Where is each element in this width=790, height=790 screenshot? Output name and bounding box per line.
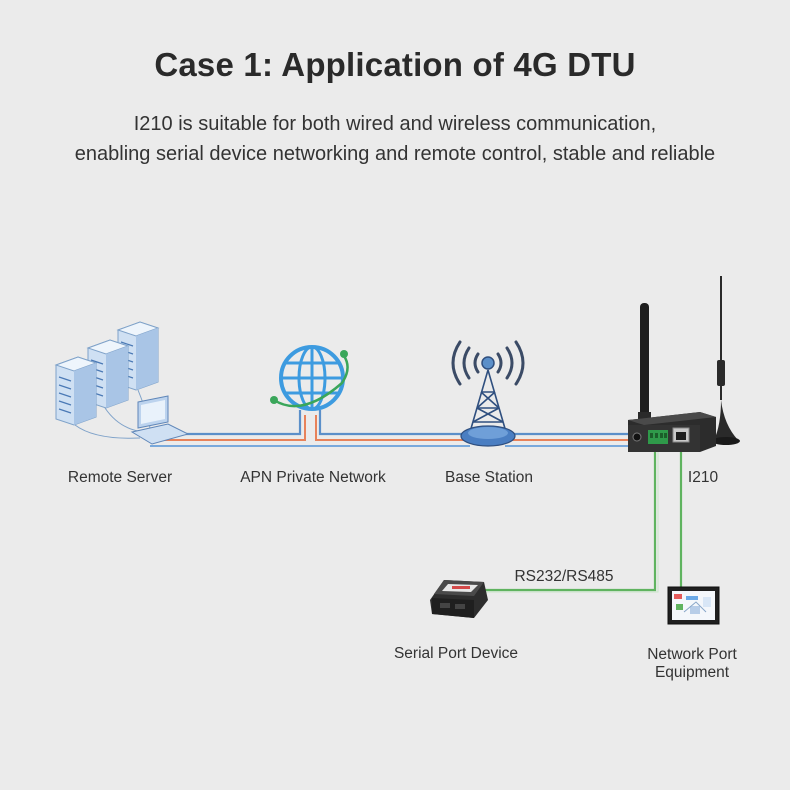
subtitle-line-1: I210 is suitable for both wired and wire…: [133, 113, 657, 135]
network-port-label-line-2: Equipment: [654, 664, 730, 681]
main-link-lines: [150, 410, 630, 447]
remote-server-label: Remote Server: [67, 469, 173, 486]
network-port-label-line-1: Network Port: [647, 646, 737, 663]
rs232-rs485-label: RS232/RS485: [514, 568, 614, 585]
apn-network-label: APN Private Network: [240, 469, 386, 486]
base-station-label: Base Station: [445, 469, 533, 486]
i210-router-icon: [628, 276, 740, 452]
laptop-icon: [130, 395, 190, 445]
page-title: Case 1: Application of 4G DTU: [154, 46, 636, 83]
green-links: [485, 450, 683, 593]
base-station-tower-icon: [451, 340, 525, 447]
globe-icon: [270, 345, 349, 411]
network-port-equipment-icon: [667, 586, 720, 625]
serial-port-device-icon: [430, 580, 488, 618]
server-rack-icon: [54, 321, 160, 439]
subtitle-line-2: enabling serial device networking and re…: [74, 143, 716, 165]
i210-label: I210: [687, 469, 719, 486]
serial-port-device-label: Serial Port Device: [393, 645, 519, 662]
